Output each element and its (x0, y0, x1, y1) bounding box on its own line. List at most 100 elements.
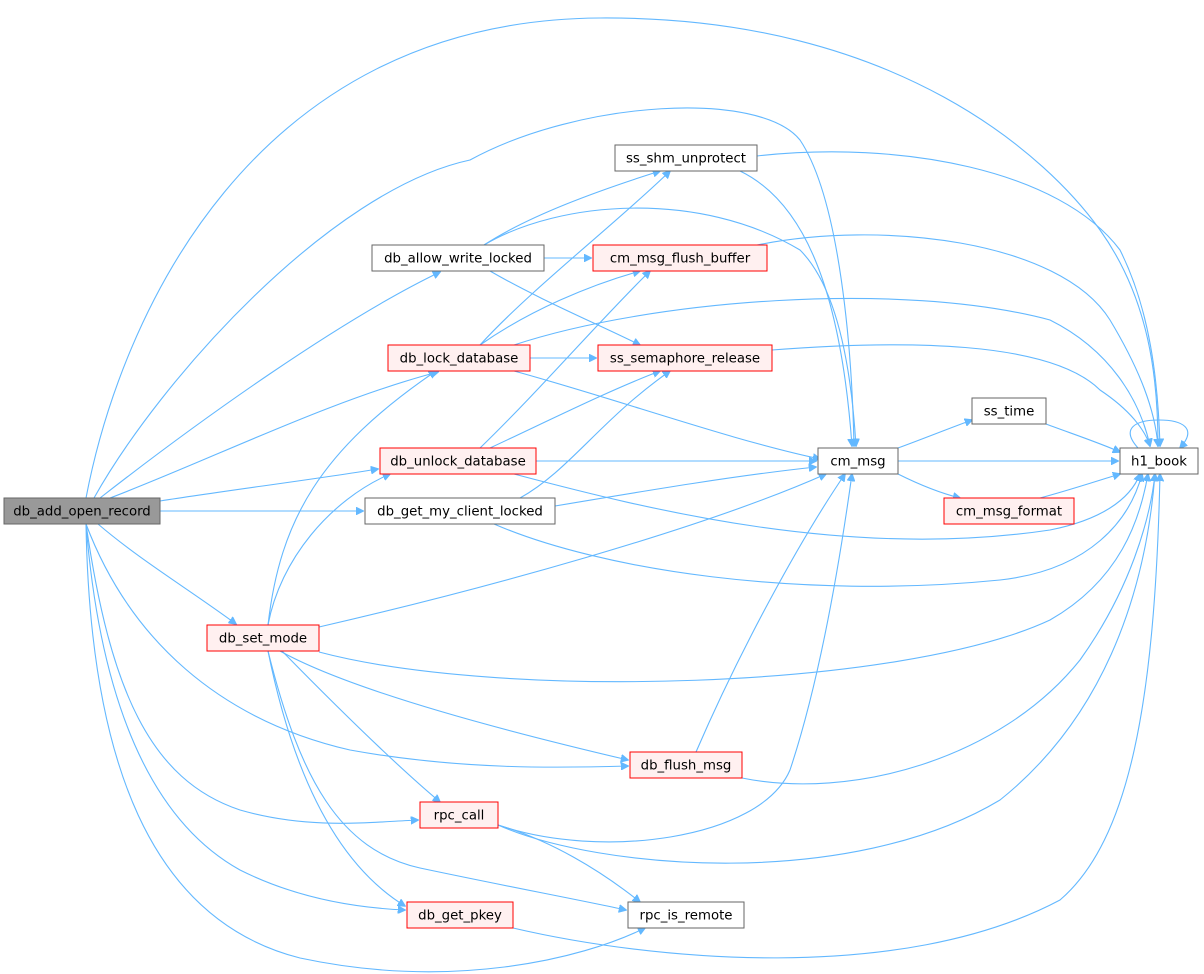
node-box-db_add_open_record (3, 497, 161, 525)
node-box-db_set_mode (206, 624, 320, 652)
edge-db_set_mode-to-rpc_is_remote (267, 650, 626, 910)
edge-db_allow_write_locked-to-ss_shm_unprotect (483, 171, 660, 246)
edge-ss_time-to-h1_book (1045, 423, 1120, 452)
node-label-db_lock_database: db_lock_database (400, 352, 519, 367)
node-label-db_get_my_client_locked: db_get_my_client_locked (377, 505, 543, 520)
node-label-db_set_mode: db_set_mode (219, 632, 307, 647)
edge-db_set_mode-to-rpc_call (281, 650, 440, 802)
edge-db_add_open_record-to-cm_msg (93, 107, 854, 499)
node-db_lock_database[interactable]: db_lock_database (387, 344, 531, 372)
node-ss_semaphore_release[interactable]: ss_semaphore_release (597, 344, 773, 372)
edge-rpc_call-to-rpc_is_remote (497, 824, 640, 902)
node-label-db_get_pkey: db_get_pkey (418, 909, 502, 924)
node-db_unlock_database[interactable]: db_unlock_database (379, 447, 537, 475)
edge-rpc_call-to-h1_book (497, 474, 1155, 864)
edge-db_get_my_client_locked-to-cm_msg (554, 467, 816, 507)
edge-cm_msg-to-cm_msg_format (897, 473, 960, 498)
edges-layer (85, 17, 1189, 973)
node-label-cm_msg: cm_msg (830, 455, 885, 470)
edge-db_lock_database-to-cm_msg (513, 370, 820, 459)
node-rpc_is_remote[interactable]: rpc_is_remote (627, 901, 745, 929)
edge-db_unlock_database-to-ss_semaphore_release (489, 371, 660, 449)
edge-ss_semaphore_release-to-h1_book (771, 344, 1150, 446)
edge-db_add_open_record-to-h1_book (85, 17, 1158, 499)
node-label-cm_msg_format: cm_msg_format (956, 505, 1062, 520)
edge-db_set_mode-to-db_lock_database (267, 371, 436, 626)
node-box-ss_shm_unprotect (614, 144, 758, 172)
edge-cm_msg_format-to-h1_book (1039, 474, 1120, 499)
edge-db_add_open_record-to-db_set_mode (97, 523, 236, 624)
edge-cm_msg_flush_buffer-to-h1_book (756, 234, 1158, 446)
node-box-rpc_call (419, 801, 499, 829)
node-cm_msg_flush_buffer[interactable]: cm_msg_flush_buffer (592, 244, 768, 272)
nodes-layer: db_add_open_recorddb_allow_write_lockeds… (3, 144, 1199, 929)
node-box-db_lock_database (387, 344, 531, 372)
edge-db_add_open_record-to-db_flush_msg (85, 523, 628, 767)
edge-db_flush_msg-to-h1_book (741, 474, 1155, 785)
node-box-ss_time (971, 397, 1047, 425)
edge-db_get_my_client_locked-to-h1_book (493, 474, 1142, 587)
edge-db_add_open_record-to-rpc_call (85, 523, 418, 823)
node-h1_book[interactable]: h1_book (1119, 447, 1199, 475)
node-label-db_flush_msg: db_flush_msg (641, 759, 732, 774)
edge-rpc_call-to-cm_msg (497, 474, 852, 843)
edge-db_set_mode-to-cm_msg (318, 474, 826, 628)
node-box-cm_msg_format (943, 497, 1075, 525)
node-db_set_mode[interactable]: db_set_mode (206, 624, 320, 652)
node-db_add_open_record: db_add_open_record (3, 497, 161, 525)
edge-db_flush_msg-to-cm_msg (695, 474, 845, 753)
node-box-cm_msg (817, 447, 899, 475)
edge-db_allow_write_locked-to-cm_msg (483, 207, 856, 446)
edge-db_allow_write_locked-to-ss_semaphore_release (489, 270, 640, 345)
edge-ss_shm_unprotect-to-h1_book (756, 151, 1160, 446)
node-label-cm_msg_flush_buffer: cm_msg_flush_buffer (610, 252, 751, 267)
edge-db_set_mode-to-db_flush_msg (279, 650, 628, 760)
node-box-cm_msg_flush_buffer (592, 244, 768, 272)
edge-db_lock_database-to-h1_book (513, 297, 1150, 446)
edge-db_get_pkey-to-h1_book (512, 474, 1160, 959)
edge-ss_shm_unprotect-to-cm_msg (739, 170, 852, 446)
node-db_allow_write_locked[interactable]: db_allow_write_locked (371, 244, 545, 272)
node-box-rpc_is_remote (627, 901, 745, 929)
edge-db_get_my_client_locked-to-ss_semaphore_release (519, 371, 670, 499)
edge-db_add_open_record-to-db_lock_database (109, 372, 438, 499)
node-cm_msg_format[interactable]: cm_msg_format (943, 497, 1075, 525)
edge-db_set_mode-to-h1_book (318, 474, 1148, 683)
edge-db_unlock_database-to-h1_book (513, 474, 1140, 540)
node-label-ss_time: ss_time (984, 405, 1035, 420)
node-cm_msg[interactable]: cm_msg (817, 447, 899, 475)
node-label-rpc_is_remote: rpc_is_remote (640, 909, 733, 924)
node-box-db_get_my_client_locked (364, 497, 556, 525)
edge-db_add_open_record-to-rpc_is_remote (85, 523, 645, 973)
edge-db_add_open_record-to-db_unlock_database (159, 469, 378, 502)
node-label-db_allow_write_locked: db_allow_write_locked (384, 252, 532, 267)
edge-db_set_mode-to-db_unlock_database (267, 474, 390, 626)
edge-db_set_mode-to-db_get_pkey (267, 650, 405, 906)
node-db_get_my_client_locked[interactable]: db_get_my_client_locked (364, 497, 556, 525)
node-box-db_flush_msg (629, 751, 743, 779)
node-label-ss_semaphore_release: ss_semaphore_release (610, 352, 760, 367)
node-box-h1_book (1119, 447, 1199, 475)
edge-db_lock_database-to-cm_msg_flush_buffer (479, 271, 640, 346)
node-db_flush_msg[interactable]: db_flush_msg (629, 751, 743, 779)
node-db_get_pkey[interactable]: db_get_pkey (406, 901, 514, 929)
node-label-db_add_open_record: db_add_open_record (13, 505, 151, 520)
edge-cm_msg-to-ss_time (897, 420, 972, 449)
node-box-db_allow_write_locked (371, 244, 545, 272)
node-label-rpc_call: rpc_call (434, 809, 485, 824)
node-ss_shm_unprotect[interactable]: ss_shm_unprotect (614, 144, 758, 172)
edge-db_unlock_database-to-cm_msg_flush_buffer (479, 271, 650, 449)
node-rpc_call[interactable]: rpc_call (419, 801, 499, 829)
edge-db_lock_database-to-ss_shm_unprotect (479, 171, 670, 346)
node-box-db_get_pkey (406, 901, 514, 929)
node-ss_time[interactable]: ss_time (971, 397, 1047, 425)
node-label-h1_book: h1_book (1131, 455, 1187, 470)
node-box-db_unlock_database (379, 447, 537, 475)
node-label-ss_shm_unprotect: ss_shm_unprotect (626, 152, 746, 167)
node-label-db_unlock_database: db_unlock_database (390, 455, 526, 470)
node-box-ss_semaphore_release (597, 344, 773, 372)
edge-h1_book-to-h1_book (1129, 419, 1189, 448)
edge-db_add_open_record-to-db_allow_write_locked (99, 272, 440, 499)
edge-db_add_open_record-to-db_get_pkey (85, 523, 405, 910)
